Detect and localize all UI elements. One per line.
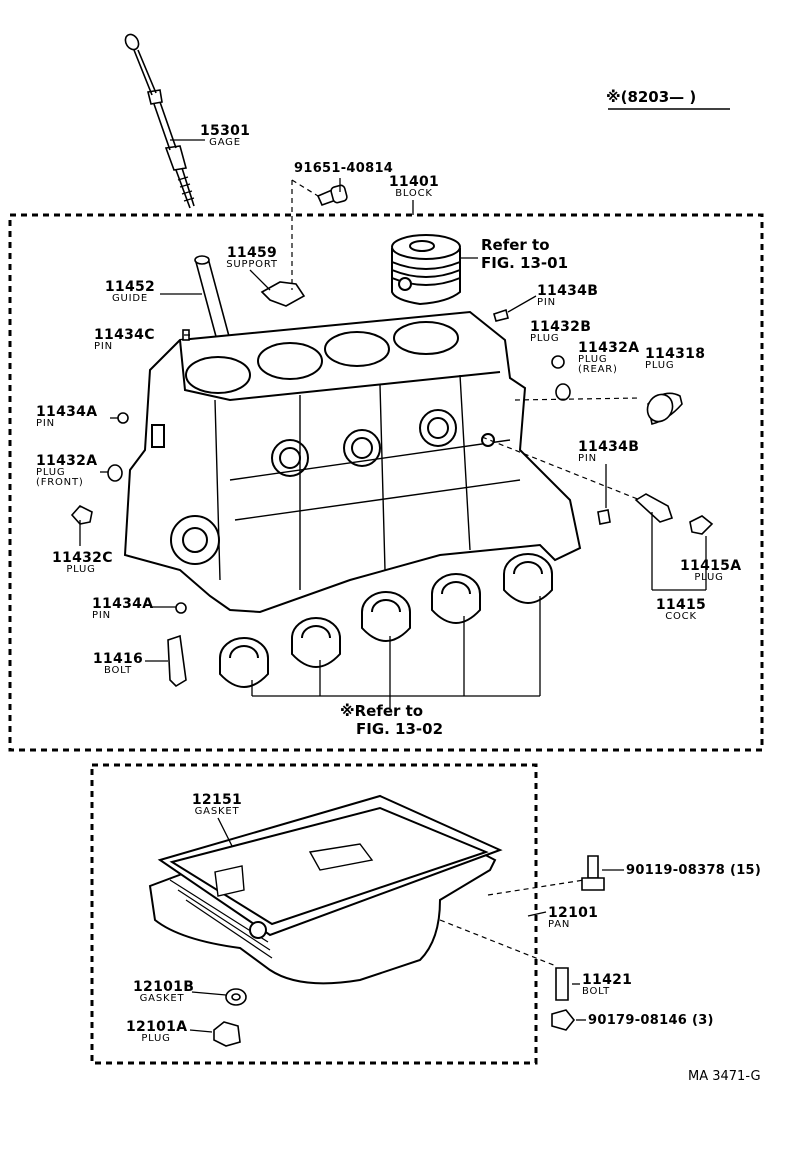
label-11459: 11459 SUPPORT: [222, 246, 282, 270]
part-number: 11401: [388, 174, 440, 190]
oil-pan-drawing: [148, 794, 503, 985]
label-11432C: 11432C PLUG: [52, 550, 113, 575]
part-number: 11432A: [36, 453, 98, 469]
block-small-parts-drawing: [70, 308, 714, 688]
part-number: 11432C: [52, 550, 113, 566]
label-11432A-rear: 11432A PLUG (REAR): [578, 341, 639, 375]
part-number: 12101: [548, 905, 599, 921]
part-name: PLUG: [36, 467, 66, 478]
part-number: 11434C: [94, 327, 155, 343]
label-11434A-left: 11434A PIN: [36, 405, 97, 429]
guide-support-drawing: [194, 179, 319, 346]
part-name: PAN: [548, 919, 571, 930]
part-name: PIN: [36, 418, 55, 429]
part-number: 11459: [226, 245, 278, 261]
part-name: SUPPORT: [226, 259, 278, 270]
ref-line-2: FIG. 13-02: [356, 720, 444, 738]
label-12101B: 12101B GASKET: [133, 979, 195, 1004]
label-12101-pan: 12101 PAN: [548, 906, 598, 930]
part-name: BLOCK: [395, 188, 433, 199]
piston-drawing: [391, 234, 461, 306]
part-number: 11434B: [537, 283, 599, 299]
part-number: 11432B: [530, 319, 592, 335]
label-11415A: 11415A PLUG: [680, 558, 742, 583]
part-name: PLUG: [66, 564, 96, 575]
label-15301: 15301 GAGE: [200, 124, 250, 148]
part-name: GASKET: [194, 806, 240, 817]
label-11415: 11415 COCK: [654, 598, 708, 622]
part-number: 11434B: [578, 439, 640, 455]
part-number: 11434A: [92, 596, 154, 612]
part-qualifier: (FRONT): [36, 477, 84, 488]
ref-bearings: ※Refer to FIG. 13-02: [340, 704, 443, 737]
label-12101A: 12101A PLUG: [126, 1019, 188, 1044]
part-number: 11415A: [680, 558, 742, 574]
label-12151: 12151 GASKET: [188, 793, 246, 817]
bolt-91651-drawing: [316, 184, 348, 207]
pan-small-parts-drawing: [213, 855, 605, 1047]
part-number: 12101A: [126, 1019, 188, 1035]
label-11434B-right: 11434B PIN: [578, 440, 639, 464]
part-number: 11421: [582, 972, 633, 988]
part-name: PIN: [92, 610, 111, 621]
part-name: BOLT: [582, 986, 611, 997]
part-number: 15301: [200, 123, 251, 139]
label-90179: 90179-08146 (3): [588, 1013, 714, 1028]
part-name: GAGE: [209, 137, 241, 148]
ref-line-1: ※Refer to: [340, 702, 424, 720]
part-qualifier: (REAR): [578, 364, 618, 375]
label-11432B: 11432B PLUG: [530, 320, 591, 344]
footer-code: MA 3471-G: [688, 1069, 761, 1084]
leader-lines: [79, 139, 707, 708]
part-name: GASKET: [139, 993, 185, 1004]
block-group-border: [8, 213, 764, 752]
label-11431B: 114318 PLUG: [645, 347, 705, 371]
label-11416: 11416 BOLT: [92, 652, 144, 676]
label-11434B-top: 11434B PIN: [537, 284, 598, 308]
part-name: PLUG: [694, 572, 724, 583]
label-11432A-front: 11432A PLUG (FRONT): [36, 454, 97, 488]
part-number: 11434A: [36, 404, 98, 420]
part-name: COCK: [665, 611, 697, 622]
part-name: PLUG: [530, 333, 560, 344]
part-number: 11415: [655, 597, 707, 613]
part-number: 12101B: [133, 979, 195, 995]
header-note: ※(8203— ): [606, 88, 697, 106]
dipstick-gage-drawing: [124, 33, 195, 209]
part-number: 11416: [92, 651, 144, 667]
pan-group-border: [90, 763, 538, 1065]
part-name: PIN: [94, 341, 113, 352]
part-number: 11432A: [578, 340, 640, 356]
part-number: 11452: [104, 279, 156, 295]
ref-piston: Refer to FIG. 13-01: [481, 238, 568, 271]
label-11452: 11452 GUIDE: [104, 280, 156, 304]
ref-line-1: Refer to: [481, 236, 550, 254]
label-91651: 91651-40814: [294, 161, 394, 176]
part-name: GUIDE: [111, 293, 149, 304]
part-name: PIN: [578, 453, 597, 464]
part-name: PLUG: [141, 1033, 171, 1044]
label-11434A-low: 11434A PIN: [92, 597, 153, 621]
label-11401: 11401 BLOCK: [388, 175, 440, 199]
part-number: 12151: [191, 792, 243, 808]
part-name: PLUG: [645, 360, 675, 371]
bearings-drawing: [219, 553, 553, 688]
part-name: BOLT: [103, 665, 133, 676]
part-name: PIN: [537, 297, 556, 308]
part-name: PLUG: [578, 354, 608, 365]
pan-leader-lines: [189, 817, 624, 1033]
part-number: 114318: [645, 346, 706, 362]
label-11434C: 11434C PIN: [94, 328, 155, 352]
ref-line-2: FIG. 13-01: [481, 254, 569, 272]
label-11421: 11421 BOLT: [582, 973, 632, 997]
engine-block-drawing: [123, 310, 582, 614]
label-90119: 90119-08378 (15): [626, 863, 762, 878]
